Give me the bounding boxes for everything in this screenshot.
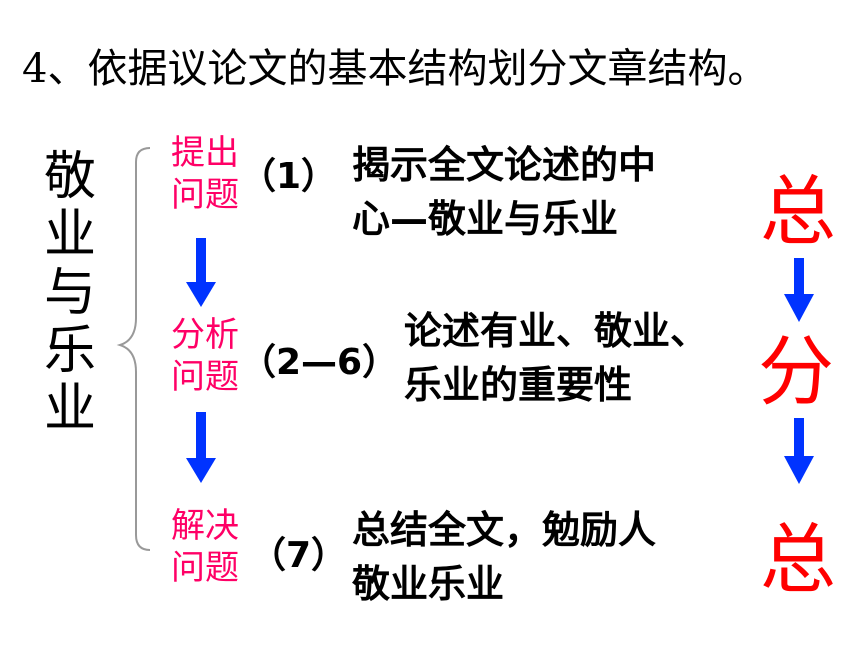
page-title: 4、依据议论文的基本结构划分文章结构。	[22, 46, 768, 92]
stage-raise-problem: 提出 问题	[171, 133, 239, 215]
stage-solve-problem: 解决 问题	[171, 506, 239, 588]
paragraph-range: （7）	[250, 535, 348, 576]
structure-label-general: 总	[760, 167, 836, 256]
structure-label-divided: 分	[758, 327, 834, 416]
down-arrow-icon	[186, 238, 216, 307]
left-brace-icon	[116, 147, 151, 551]
stage-analyze-problem: 分析 问题	[171, 315, 239, 397]
structure-label-general: 总	[760, 515, 836, 604]
paragraph-range: （2—6）	[240, 342, 399, 383]
section-description: 总结全文，勉励人 敬业乐业	[352, 508, 657, 606]
paragraph-range: （1）	[240, 156, 338, 197]
section-description: 揭示全文论述的中 心—敬业与乐业	[352, 143, 657, 241]
down-arrow-icon	[186, 412, 216, 483]
section-description: 论述有业、敬业、 乐业的重要性	[404, 309, 709, 407]
essay-title-vertical: 敬业与乐业	[44, 147, 97, 439]
down-arrow-icon	[784, 258, 814, 322]
down-arrow-icon	[784, 418, 814, 484]
